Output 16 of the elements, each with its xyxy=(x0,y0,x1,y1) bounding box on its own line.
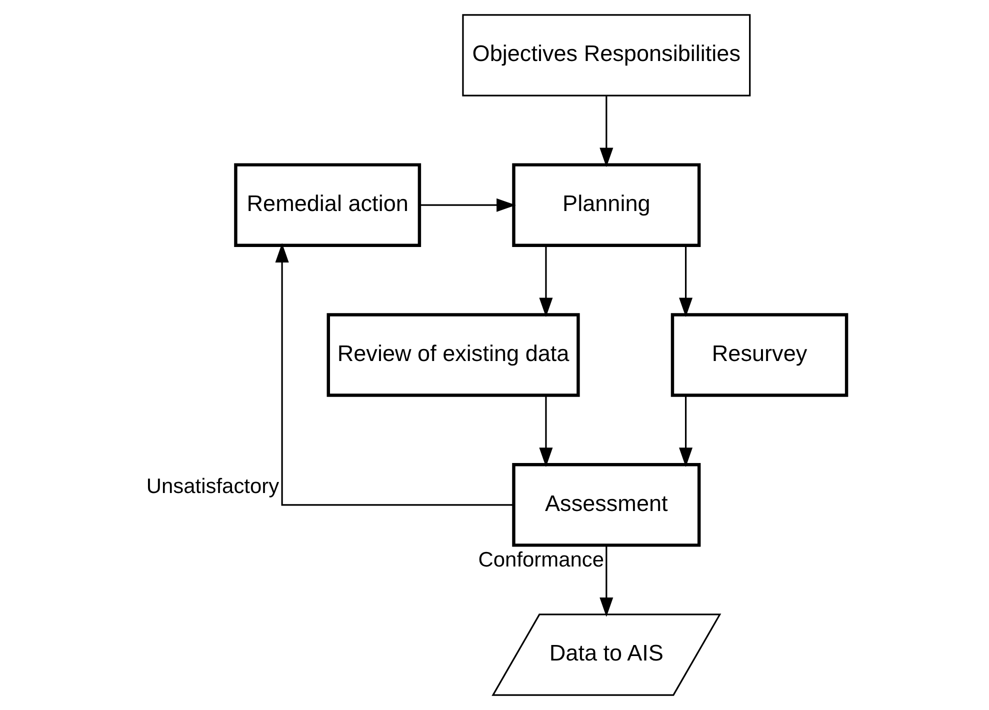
arrow xyxy=(678,396,692,467)
node-box: Assessment xyxy=(512,462,700,547)
node-box: Objectives Responsibilities xyxy=(462,14,750,96)
arrow xyxy=(538,246,552,318)
node-box: Resurvey xyxy=(670,313,848,397)
arrow xyxy=(599,96,613,168)
arrow xyxy=(678,246,692,318)
node-box: Review of existing data xyxy=(326,313,580,397)
arrow xyxy=(538,396,552,467)
arrow xyxy=(599,546,613,617)
node-box: Planning xyxy=(512,163,700,248)
edge-label: Conformance xyxy=(478,548,604,572)
edge-label: Unsatisfactory xyxy=(146,475,279,498)
arrow xyxy=(274,243,513,506)
arrow xyxy=(419,198,516,212)
node-box: Remedial action xyxy=(234,163,421,248)
